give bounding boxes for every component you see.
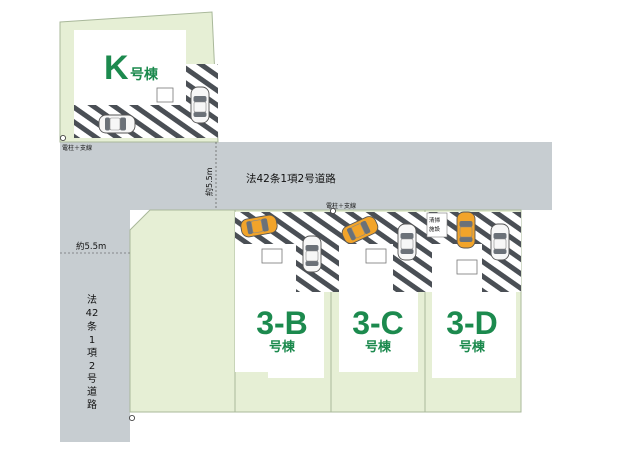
roads	[60, 142, 552, 442]
lot-c-name: 3-C	[352, 305, 404, 341]
car-d-orange	[456, 211, 476, 249]
lot-b-porch	[261, 248, 283, 264]
lot-d-porch	[456, 259, 478, 275]
building-b	[235, 244, 324, 378]
lot-b-suffix: 号棟	[269, 339, 296, 355]
lot-d-title: 3-D 号棟	[446, 305, 498, 355]
cleaning-facility-box	[426, 212, 448, 238]
car-d-white	[490, 223, 510, 261]
utility-pole-bottom-icon	[128, 414, 136, 422]
ns-char-5: 2	[89, 361, 95, 372]
lot-c-title: 3-C 号棟	[352, 305, 404, 355]
building-c	[339, 244, 418, 372]
lot-b-title: 3-B 号棟	[256, 305, 308, 355]
lot-k-letter: K	[104, 49, 129, 87]
lot-c-porch	[365, 248, 387, 264]
lot-d-suffix: 号棟	[459, 339, 486, 355]
utility-pole-mid-icon	[329, 207, 337, 215]
ns-char-6: 号	[87, 373, 97, 385]
building-d	[432, 244, 516, 378]
ns-char-1: 42	[86, 308, 99, 319]
pole-mid-label: 電柱＋支線	[326, 202, 356, 210]
cleaning-label-1: 清掃	[429, 216, 441, 224]
road-north-south	[60, 142, 130, 442]
utility-pole-top-icon	[59, 134, 67, 142]
lot-b-name: 3-B	[256, 305, 308, 341]
road-east-west	[60, 142, 552, 210]
ns-char-2: 条	[87, 320, 97, 333]
car-c-white	[397, 223, 417, 261]
road-width-vertical: 約5.5m	[204, 167, 214, 196]
ns-char-3: 1	[89, 335, 95, 346]
lot-d-name: 3-D	[446, 305, 498, 341]
lot-c-suffix: 号棟	[365, 339, 392, 355]
lot-k-porch	[156, 87, 174, 103]
lot-k: K 号棟	[59, 11, 219, 143]
lot-a-land	[129, 209, 236, 413]
road-north-south-label: 法 42 条 1 項 2 号 道 路	[86, 293, 99, 411]
ns-char-8: 路	[87, 398, 97, 411]
lot-k-title: K 号棟	[104, 49, 159, 87]
car-k-horizontal	[98, 114, 136, 134]
road-width-left: 約5.5m	[76, 241, 106, 252]
ns-char-0: 法	[87, 293, 97, 306]
lot-k-suffix: 号棟	[130, 66, 159, 83]
ns-char-4: 項	[87, 347, 97, 359]
road-annotations: 法42条1項2号道路 約5.5m 約5.5m 電柱＋支線 電柱＋支線 清掃 施設	[60, 142, 441, 422]
pole-top-label: 電柱＋支線	[62, 144, 92, 152]
car-k-vertical	[190, 86, 210, 124]
cleaning-label-2: 施設	[429, 225, 441, 233]
car-b-white	[302, 235, 322, 273]
ns-char-7: 道	[87, 385, 97, 398]
road-east-west-label: 法42条1項2号道路	[246, 172, 336, 185]
